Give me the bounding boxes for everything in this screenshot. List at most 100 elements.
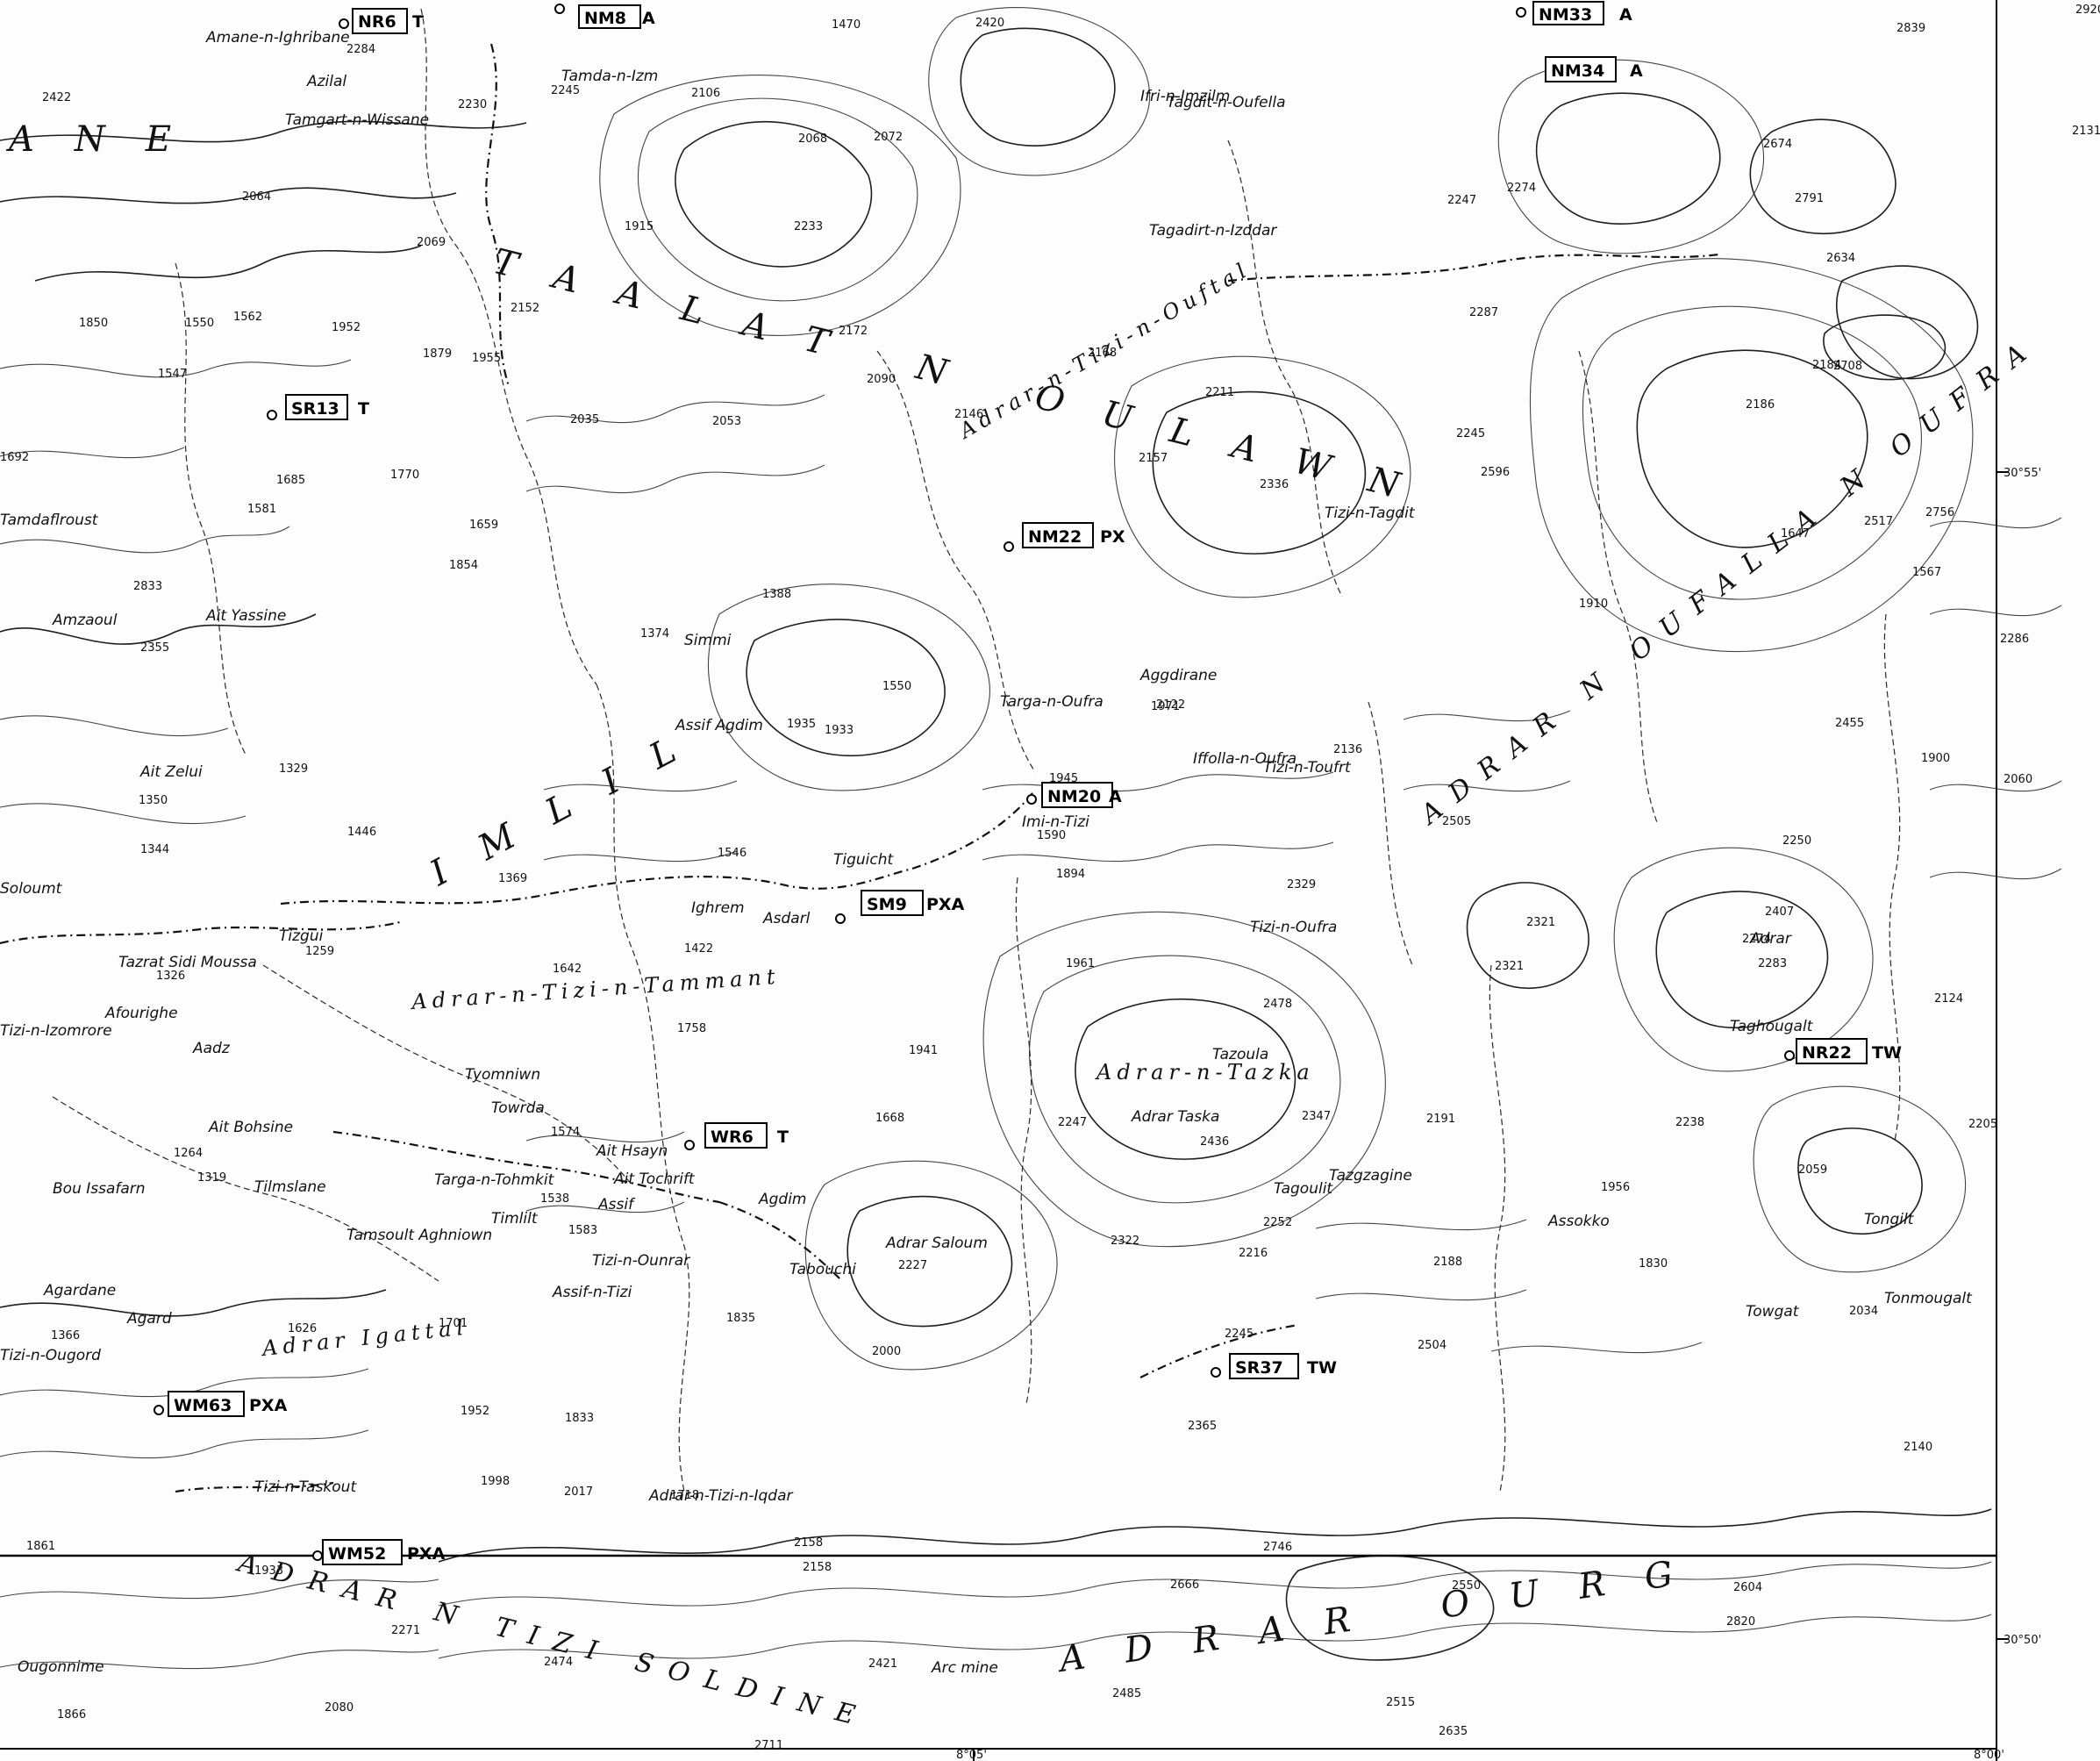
place-name-label: Tizi-n-Izomrore	[0, 1022, 112, 1040]
site-code-box	[1532, 1, 1604, 25]
site-suffix: A	[1109, 787, 1122, 806]
place-name-label: Assif-n-Tizi	[552, 1284, 632, 1301]
spot-elevation-label: 2034	[1849, 1305, 1878, 1318]
site-wm63[interactable]: WM63 PXA	[154, 1391, 288, 1417]
place-name-label: Tizi-n-Ougord	[0, 1347, 101, 1364]
site-code-box	[861, 890, 924, 916]
spot-elevation-label: 1422	[684, 942, 713, 956]
site-code-box	[1545, 56, 1617, 82]
spot-elevation-label: 2000	[872, 1345, 901, 1358]
site-nm34[interactable]: NM34 A	[1545, 56, 1643, 82]
place-name-label: Tamgart-n-Wissane	[285, 111, 429, 129]
spot-elevation-label: 1866	[57, 1708, 86, 1722]
place-name-label: Tamsoult Aghniown	[346, 1227, 492, 1244]
spot-elevation-label: 1701	[439, 1317, 468, 1330]
spot-elevation-label: 2106	[691, 87, 720, 100]
place-name-label: Azilal	[306, 73, 346, 90]
spot-elevation-label: 2407	[1765, 906, 1794, 919]
spot-elevation-label: 2517	[1864, 515, 1893, 528]
spot-elevation-label: 1583	[568, 1224, 597, 1237]
spot-elevation-label: 1879	[423, 347, 452, 361]
spot-elevation-label: 1770	[390, 469, 419, 482]
spot-elevation-label: 2833	[133, 580, 162, 593]
spot-elevation-label: 1692	[0, 451, 29, 464]
place-name-label: Tizi-n-Toufrt	[1263, 759, 1352, 777]
place-name-label: Tizi-n-Oufra	[1250, 919, 1337, 936]
site-code-box	[1229, 1353, 1299, 1379]
site-nm33[interactable]: NM33 A	[1516, 1, 1632, 25]
place-name-label: Tamdaflroust	[0, 512, 99, 529]
site-code-box	[1022, 522, 1094, 548]
site-wm52[interactable]: WM52 PXA	[312, 1539, 446, 1565]
spot-elevation-label: 1894	[1056, 868, 1085, 881]
spot-elevation-label: 2436	[1200, 1135, 1229, 1149]
site-sr13[interactable]: SR13 T	[267, 394, 369, 420]
spot-elevation-label: 2504	[1418, 1339, 1446, 1352]
spot-elevation-label: 2485	[1112, 1687, 1141, 1700]
spot-elevation-label: 2247	[1447, 194, 1476, 207]
spot-elevation-label: 1590	[1037, 829, 1066, 842]
site-nm8[interactable]: NM8 A	[554, 4, 655, 29]
site-wr6[interactable]: WR6 T	[684, 1122, 789, 1150]
place-name-label: Asdarl	[762, 910, 811, 927]
spot-elevation-label: 1581	[247, 503, 276, 516]
spot-elevation-label: 2158	[803, 1561, 832, 1574]
spot-elevation-label: 2455	[1835, 717, 1864, 730]
spot-elevation-label: 1329	[279, 762, 308, 776]
spot-elevation-label: 2505	[1442, 815, 1471, 828]
place-name-label: Assif Agdim	[675, 717, 763, 734]
site-suffix: T	[358, 399, 369, 419]
place-name-label: Ait Zelui	[139, 763, 203, 781]
site-sr37[interactable]: SR37 TW	[1211, 1353, 1337, 1379]
spot-elevation-label: 1941	[909, 1044, 938, 1057]
spot-elevation-label: 2233	[794, 220, 823, 233]
spot-elevation-label: 2329	[1287, 878, 1316, 891]
site-suffix: A	[642, 9, 655, 28]
site-nm20[interactable]: NM20 A	[1026, 782, 1122, 808]
spot-elevation-label: 2072	[874, 131, 903, 144]
spot-elevation-label: 2060	[2004, 773, 2032, 786]
site-suffix: PXA	[407, 1544, 446, 1564]
site-suffix: TW	[1872, 1043, 1902, 1063]
site-nr6[interactable]: NR6 T	[339, 8, 424, 34]
spot-elevation-label: 2080	[325, 1701, 354, 1714]
spot-elevation-label: 1369	[498, 872, 527, 885]
place-name-label: Tonmougalt	[1884, 1290, 1973, 1307]
spot-elevation-label: 1642	[553, 963, 582, 976]
site-location-icon	[312, 1550, 323, 1561]
site-location-icon	[1026, 794, 1037, 805]
site-sm9[interactable]: SM9 PXA	[835, 890, 965, 924]
spot-elevation-label: 2064	[242, 190, 271, 204]
place-name-label: Ighrem	[691, 899, 745, 917]
spot-elevation-label: 2158	[794, 1536, 823, 1550]
site-code: SR13	[291, 399, 339, 419]
place-name-label: Agdim	[758, 1191, 807, 1208]
spot-elevation-label: 2068	[798, 132, 827, 146]
place-name-label: Targa-n-Tohmkit	[434, 1171, 555, 1189]
place-name-label: Tazoula	[1212, 1046, 1268, 1063]
place-name-label: Tazrat Sidi Moussa	[118, 954, 257, 971]
spot-elevation-label: 1910	[1579, 598, 1608, 611]
spot-elevation-label: 2604	[1733, 1581, 1762, 1594]
spot-elevation-label: 2284	[346, 43, 375, 56]
site-nm22[interactable]: NM22 PX	[1004, 522, 1125, 552]
site-nr22[interactable]: NR22 TW	[1784, 1038, 1902, 1064]
spot-elevation-label: 1647	[1781, 527, 1810, 540]
spot-elevation-label: 2321	[1526, 916, 1555, 929]
place-name-label: Agard	[126, 1310, 172, 1328]
site-code-box	[285, 394, 348, 420]
site-location-icon	[684, 1140, 695, 1150]
place-name-label: Imi-n-Tizi	[1022, 813, 1089, 831]
longitude-label-mid: 8°05'	[956, 1749, 987, 1761]
spot-elevation-label: 1685	[276, 474, 305, 487]
place-name-label: Targa-n-Oufra	[1000, 693, 1104, 711]
spot-elevation-label: 2839	[1896, 22, 1925, 35]
site-code: WM63	[174, 1396, 232, 1415]
latitude-label-top: 30°55'	[2004, 467, 2041, 480]
site-suffix: T	[412, 12, 424, 32]
place-name-label: Agardane	[43, 1282, 116, 1299]
spot-elevation-label: 1971	[1151, 700, 1180, 713]
place-name-label: Ait Yassine	[205, 607, 286, 625]
spot-elevation-label: 2271	[391, 1624, 420, 1637]
